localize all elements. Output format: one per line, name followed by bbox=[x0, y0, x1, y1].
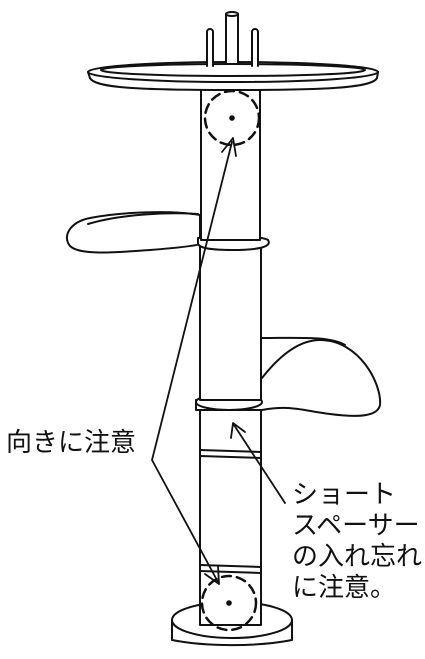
middle-pole bbox=[199, 239, 262, 401]
orientation-arrows bbox=[151, 137, 237, 585]
orientation-marker-top bbox=[203, 89, 261, 147]
spacer-note-line-3: の入れ忘れ bbox=[292, 542, 423, 572]
spacer-arrow bbox=[230, 422, 286, 504]
spacer-note-label: ショート スペーサー の入れ忘れ に注意。 bbox=[292, 480, 422, 604]
spacer-note-line-2: スペーサー bbox=[292, 511, 420, 541]
orientation-marker-bottom bbox=[200, 574, 258, 632]
top-bolts bbox=[206, 11, 259, 67]
spacer-note-line-1: ショート bbox=[292, 480, 397, 510]
upper-pole bbox=[200, 81, 261, 241]
top-platform bbox=[87, 61, 379, 91]
orientation-note-label: 向きに注意 bbox=[6, 428, 137, 458]
spacer-note-line-4: に注意。 bbox=[292, 573, 397, 603]
